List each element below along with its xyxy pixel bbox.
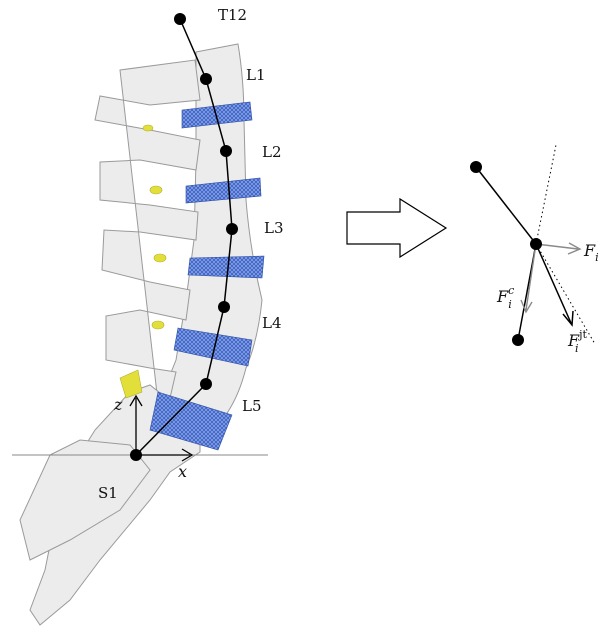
label-t12: T12	[218, 6, 247, 24]
label-s1: S1	[98, 484, 118, 502]
facet-joint	[152, 321, 164, 329]
label-l1: L1	[246, 66, 266, 84]
node-center	[530, 238, 542, 250]
label-l5: L5	[242, 397, 262, 415]
label-l4: L4	[262, 314, 282, 332]
x-axis-label: x	[178, 462, 187, 481]
node-l3	[226, 223, 238, 235]
node-upper	[470, 161, 482, 173]
node-l2	[220, 145, 232, 157]
upper-segment	[476, 167, 536, 244]
force-arrow-joint	[536, 244, 571, 323]
node-l1	[200, 73, 212, 85]
node-l5	[200, 378, 212, 390]
node-l4	[218, 301, 230, 313]
node-lower	[512, 334, 524, 346]
facet-joint	[150, 186, 162, 194]
node-t12	[174, 13, 186, 25]
lumbar-spine-model	[20, 44, 262, 625]
transition-arrow-icon	[347, 199, 446, 257]
z-axis-label: z	[113, 395, 123, 414]
label-l2: L2	[262, 143, 282, 161]
facet-joint	[143, 125, 153, 131]
force-arrow-compression	[526, 244, 536, 310]
label-l3: L3	[264, 219, 284, 237]
dotted-line-upper	[536, 145, 556, 244]
facet-joint	[154, 254, 166, 262]
force-label-horizontal: Fi	[583, 241, 599, 264]
disc-l3-l4	[188, 256, 264, 278]
